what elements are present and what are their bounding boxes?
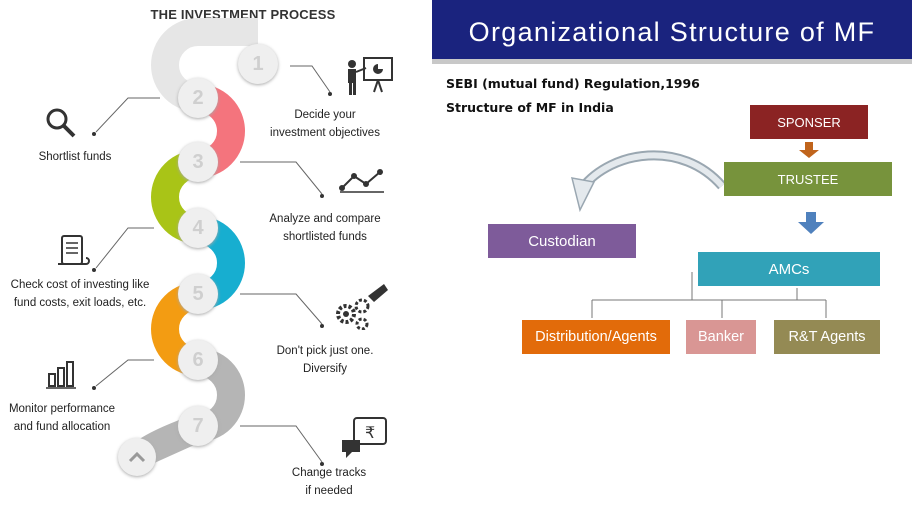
line-chart-icon bbox=[339, 169, 384, 193]
caption-monitor: Monitor performance and fund allocation bbox=[0, 400, 124, 436]
caption-shortlist-line1: Shortlist funds bbox=[38, 151, 112, 163]
scroll-icon bbox=[58, 235, 90, 265]
step-2-circle: 2 bbox=[178, 78, 218, 118]
gears-icon bbox=[336, 284, 388, 330]
caption-decide-line1: Decide your bbox=[294, 109, 356, 121]
caption-decide: Decide your investment objectives bbox=[250, 106, 400, 142]
caption-change: Change tracks if needed bbox=[254, 464, 404, 500]
distribution-agents-box: Distribution/Agents bbox=[522, 320, 670, 354]
structure-line: Structure of MF in India bbox=[446, 100, 614, 115]
regulation-line: SEBI (mutual fund) Regulation,1996 bbox=[446, 76, 700, 91]
bar-chart-icon bbox=[46, 361, 76, 389]
caption-diversify: Don't pick just one. Diversify bbox=[250, 342, 400, 378]
step-6-circle: 6 bbox=[178, 340, 218, 380]
svg-text:₹: ₹ bbox=[365, 423, 375, 442]
caption-diversify-line1: Don't pick just one. bbox=[276, 345, 374, 357]
rupee-chat-icon: ₹ bbox=[342, 417, 387, 458]
step-4-circle: 4 bbox=[178, 208, 218, 248]
search-icon bbox=[46, 108, 76, 138]
step-3-circle: 3 bbox=[178, 142, 218, 182]
chevron-up-icon bbox=[128, 451, 146, 463]
investment-process-panel: THE INVESTMENT PROCESS 1 bbox=[0, 0, 430, 524]
sponser-box: SPONSER bbox=[750, 105, 868, 139]
amcs-box: AMCs bbox=[698, 252, 880, 286]
caption-change-line2: if needed bbox=[305, 485, 353, 497]
caption-shortlist: Shortlist funds bbox=[10, 148, 140, 166]
org-connectors bbox=[570, 142, 827, 318]
caption-change-line1: Change tracks bbox=[291, 467, 367, 479]
caption-analyze: Analyze and compare shortlisted funds bbox=[250, 210, 400, 246]
caption-monitor-line1: Monitor performance bbox=[8, 403, 116, 415]
caption-cost: Check cost of investing like fund costs,… bbox=[0, 276, 160, 312]
caption-cost-line1: Check cost of investing like bbox=[10, 279, 150, 291]
presentation-icon bbox=[348, 57, 393, 95]
caption-analyze-line2: shortlisted funds bbox=[283, 231, 367, 243]
banker-box: Banker bbox=[686, 320, 756, 354]
caption-monitor-line2: and fund allocation bbox=[13, 421, 111, 433]
caption-diversify-line2: Diversify bbox=[302, 363, 348, 375]
caption-cost-line2: fund costs, exit loads, etc. bbox=[13, 297, 147, 309]
title-banner bbox=[432, 0, 912, 64]
step-1-circle: 1 bbox=[238, 44, 278, 84]
org-structure-panel: Organizational Structure of MF SEBI (mut… bbox=[432, 0, 912, 524]
caption-analyze-line1: Analyze and compare bbox=[269, 213, 381, 225]
rt-agents-box: R&T Agents bbox=[774, 320, 880, 354]
custodian-box: Custodian bbox=[488, 224, 636, 258]
start-circle bbox=[118, 438, 156, 476]
step-7-circle: 7 bbox=[178, 406, 218, 446]
step-5-circle: 5 bbox=[178, 274, 218, 314]
org-structure-title: Organizational Structure of MF bbox=[468, 16, 876, 47]
trustee-box: TRUSTEE bbox=[724, 162, 892, 196]
caption-decide-line2: investment objectives bbox=[270, 127, 380, 139]
